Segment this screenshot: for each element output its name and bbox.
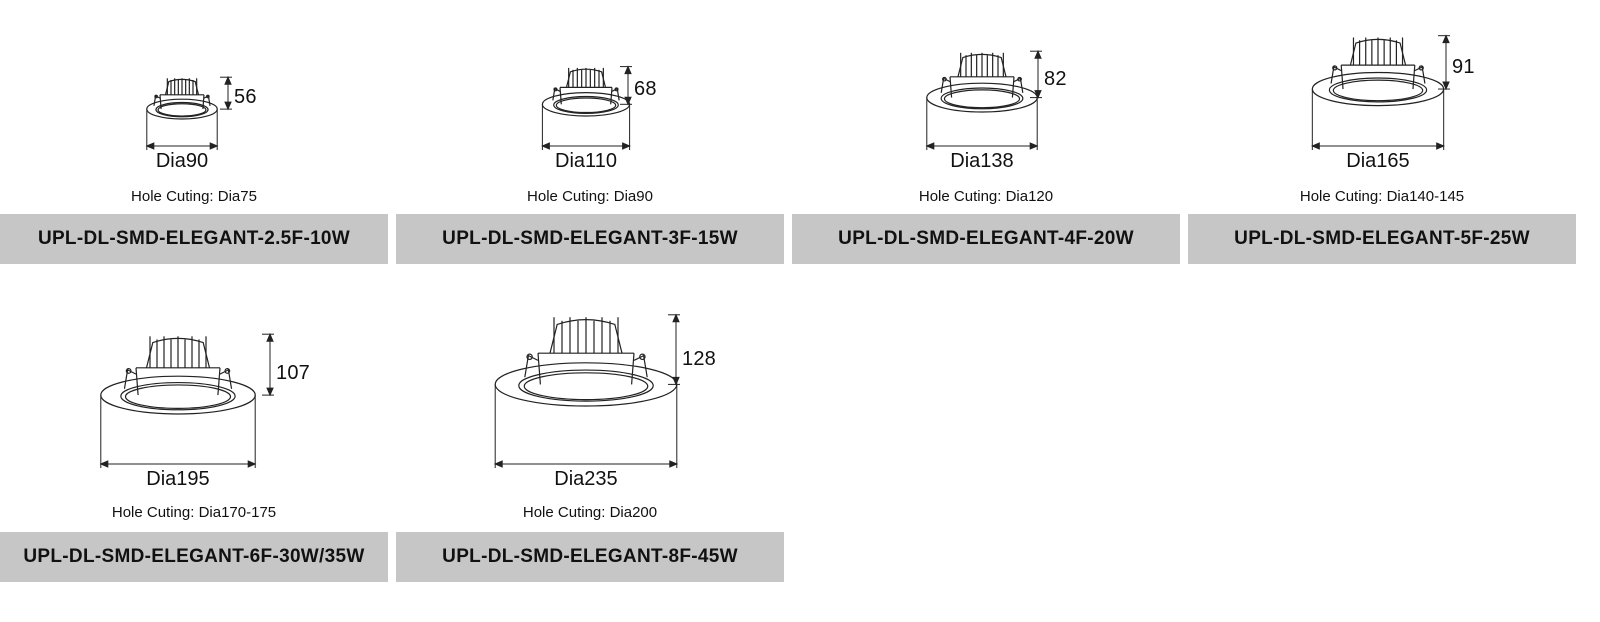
hole-cutting-label: Hole Cuting: Dia170-175 xyxy=(111,504,277,521)
product-drawing xyxy=(1188,0,1576,180)
model-name-bar: UPL-DL-SMD-ELEGANT-3F-15W xyxy=(396,214,784,264)
height-dimension-line xyxy=(1438,34,1450,91)
hole-cutting-label: Hole Cuting: Dia200 xyxy=(522,504,658,521)
model-name: UPL-DL-SMD-ELEGANT-6F-30W/35W xyxy=(23,546,365,567)
hole-cutting-label: Hole Cuting: Dia120 xyxy=(918,188,1054,205)
hole-cutting-label: Hole Cuting: Dia140-145 xyxy=(1299,188,1465,205)
model-name-bar: UPL-DL-SMD-ELEGANT-6F-30W/35W xyxy=(0,532,388,582)
diameter-dimension-line xyxy=(145,109,219,150)
diameter-dimension-line xyxy=(541,104,631,150)
diameter-label: Dia235 xyxy=(554,468,618,490)
product-drawing xyxy=(792,0,1180,180)
model-name: UPL-DL-SMD-ELEGANT-5F-25W xyxy=(1234,228,1530,249)
model-name: UPL-DL-SMD-ELEGANT-4F-20W xyxy=(838,228,1134,249)
model-name-bar: UPL-DL-SMD-ELEGANT-4F-20W xyxy=(792,214,1180,264)
product-drawing xyxy=(0,318,388,498)
height-dimension-line xyxy=(1030,49,1042,99)
diameter-dimension-line xyxy=(99,395,257,468)
model-name-bar: UPL-DL-SMD-ELEGANT-8F-45W xyxy=(396,532,784,582)
height-label: 91 xyxy=(1452,56,1475,78)
height-dimension-line xyxy=(220,75,232,111)
diameter-label: Dia90 xyxy=(155,150,209,172)
downlight-drawing-icon xyxy=(541,67,631,117)
height-label: 82 xyxy=(1044,68,1067,90)
diameter-dimension-line xyxy=(493,384,679,468)
downlight-drawing-icon xyxy=(494,317,678,407)
diameter-label: Dia110 xyxy=(555,150,617,172)
hole-cutting-label: Hole Cuting: Dia90 xyxy=(527,188,653,205)
model-name: UPL-DL-SMD-ELEGANT-3F-15W xyxy=(442,228,738,249)
diameter-dimension-line xyxy=(1311,89,1445,150)
model-name: UPL-DL-SMD-ELEGANT-8F-45W xyxy=(442,546,738,567)
downlight-drawing-icon xyxy=(926,52,1038,113)
height-label: 128 xyxy=(682,348,716,370)
downlight-drawing-icon xyxy=(100,336,256,415)
height-label: 107 xyxy=(276,362,310,384)
downlight-drawing-icon xyxy=(1311,37,1445,107)
diameter-label: Dia195 xyxy=(146,468,210,490)
height-label: 68 xyxy=(634,78,657,100)
height-dimension-line xyxy=(668,313,680,386)
model-name-bar: UPL-DL-SMD-ELEGANT-5F-25W xyxy=(1188,214,1576,264)
downlight-drawing-icon xyxy=(146,78,218,120)
model-name-bar: UPL-DL-SMD-ELEGANT-2.5F-10W xyxy=(0,214,388,264)
height-label: 56 xyxy=(234,86,257,108)
height-dimension-line xyxy=(262,332,274,397)
diameter-label: Dia138 xyxy=(950,150,1014,172)
product-drawing xyxy=(396,0,784,180)
height-dimension-line xyxy=(620,65,632,106)
diameter-dimension-line xyxy=(925,97,1039,150)
hole-cutting-label: Hole Cuting: Dia75 xyxy=(131,188,257,205)
product-drawing xyxy=(396,313,784,498)
diameter-label: Dia165 xyxy=(1346,150,1410,172)
product-drawing xyxy=(0,0,388,180)
model-name: UPL-DL-SMD-ELEGANT-2.5F-10W xyxy=(37,228,351,249)
